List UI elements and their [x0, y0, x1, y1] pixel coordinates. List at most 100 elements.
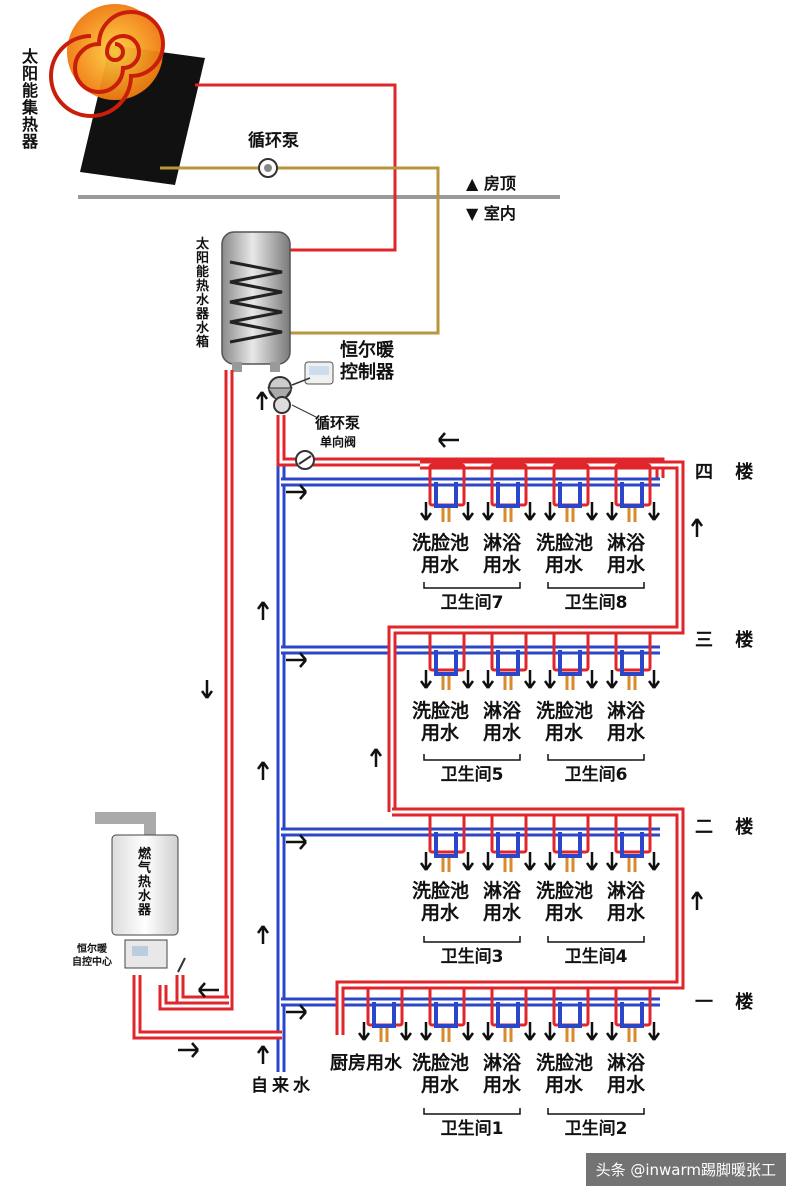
gas-heater	[95, 812, 186, 973]
drop-arrow	[605, 670, 619, 689]
drop-arrow	[523, 1022, 537, 1041]
cold-loop	[620, 1002, 644, 1028]
hot-riser-4-3-2-core	[390, 463, 682, 812]
pump-mid-label: 循环泵	[315, 414, 361, 432]
solar-tank	[221, 231, 291, 372]
cold-loop	[372, 1002, 396, 1028]
shower-label: 淋浴 用水	[482, 532, 521, 576]
drop-arrow	[461, 670, 475, 689]
drop-arrow	[461, 852, 475, 871]
bathroom-bracket	[547, 1108, 645, 1115]
controller-label: 恒尔暖 控制器	[340, 340, 394, 383]
shower-label: 淋浴 用水	[606, 1052, 645, 1096]
drop-arrow	[419, 1022, 433, 1041]
drop-arrow	[605, 1022, 619, 1041]
up-flow-arrow	[256, 1045, 270, 1064]
basin-label: 洗脸池 用水	[536, 1052, 594, 1096]
cold-loop	[496, 650, 520, 676]
floor-3-label: 三 楼	[695, 630, 762, 651]
drop-arrow	[523, 502, 537, 521]
cold-loop	[620, 832, 644, 858]
drop-arrow	[461, 502, 475, 521]
cold-flow-arrow	[286, 652, 307, 668]
drop-arrow	[481, 1022, 495, 1041]
bathroom-label-7: 卫生间7	[440, 593, 504, 613]
drop-arrow	[461, 1022, 475, 1041]
drop-arrow	[585, 852, 599, 871]
kitchen-label: 厨房用水	[330, 1053, 402, 1074]
return-flow-arrow	[438, 432, 459, 448]
shower-label: 淋浴 用水	[482, 1052, 521, 1096]
bathroom-bracket	[423, 936, 521, 943]
auto-center-label: 恒尔暖 自控中心	[72, 944, 112, 968]
solar-loop	[160, 83, 440, 335]
bathroom-bracket	[423, 1108, 521, 1115]
basin-label: 洗脸池 用水	[412, 700, 470, 744]
shower-label: 淋浴 用水	[606, 532, 645, 576]
cold-loop	[620, 650, 644, 676]
down-flow-arrow	[200, 680, 214, 699]
drop-arrow	[647, 1022, 661, 1041]
up-flow-arrow	[256, 601, 270, 620]
basin-label: 洗脸池 用水	[536, 700, 594, 744]
up-flow-arrow	[256, 925, 270, 944]
heater-pipes	[132, 975, 282, 1040]
bathroom-label-6: 卫生间6	[564, 765, 628, 785]
indoor-label-text: 室内	[483, 204, 516, 223]
shower-label: 淋浴 用水	[606, 700, 645, 744]
basin-label: 洗脸池 用水	[412, 880, 470, 924]
drop-arrow	[647, 502, 661, 521]
cold-flow-arrow	[286, 484, 307, 500]
drop-arrow	[647, 852, 661, 871]
cold-loop	[434, 482, 458, 508]
pump-top-icon	[258, 158, 278, 178]
up-flow-arrow	[690, 518, 704, 537]
floor-4-label: 四 楼	[695, 462, 762, 483]
drop-arrow	[585, 670, 599, 689]
floor-1-label: 一 楼	[695, 992, 762, 1013]
drop-arrow	[523, 670, 537, 689]
pump-flow-arrow	[255, 391, 269, 410]
up-flow-arrow	[256, 761, 270, 780]
roof-label: ▲ 房顶	[466, 174, 516, 193]
bathroom-bracket	[547, 582, 645, 589]
heater-flow-arrow	[178, 1042, 199, 1058]
bathroom-bracket	[423, 582, 521, 589]
floor-distribution	[281, 450, 685, 1115]
drop-arrow	[543, 852, 557, 871]
drop-arrow	[419, 502, 433, 521]
gas-heater-label: 燃气热水器	[138, 847, 152, 918]
cold-loop	[558, 1002, 582, 1028]
cold-loop	[434, 832, 458, 858]
drop-arrow	[585, 502, 599, 521]
basin-label: 洗脸池 用水	[412, 1052, 470, 1096]
watermark: 头条 @inwarm踢脚暖张工	[585, 1153, 786, 1186]
bathroom-bracket	[423, 754, 521, 761]
flow-arrows	[178, 391, 704, 1064]
check-valve-label: 单向阀	[320, 435, 357, 449]
pump-top-label: 循环泵	[248, 131, 299, 151]
indoor-label: ▼ 室内	[466, 204, 516, 223]
bathroom-label-4: 卫生间4	[564, 947, 628, 967]
basin-label: 洗脸池 用水	[412, 532, 470, 576]
hot-riser-2-1-core	[338, 810, 682, 1035]
cold-loop	[496, 832, 520, 858]
solar-collector	[49, 4, 205, 185]
cold-loop	[620, 482, 644, 508]
drop-arrow	[399, 1022, 413, 1041]
drop-arrow	[647, 670, 661, 689]
cold-loop	[434, 1002, 458, 1028]
bathroom-label-5: 卫生间5	[440, 765, 504, 785]
pump-assembly	[267, 376, 319, 419]
heater-flow-arrow	[198, 982, 219, 998]
cold-loop	[496, 482, 520, 508]
bathroom-label-8: 卫生间8	[564, 593, 628, 613]
basin-label: 洗脸池 用水	[536, 880, 594, 924]
shower-label: 淋浴 用水	[482, 700, 521, 744]
bathroom-bracket	[547, 936, 645, 943]
up-flow-arrow	[690, 891, 704, 910]
drop-arrow	[481, 852, 495, 871]
tap-water-label: 自来水	[251, 1076, 314, 1096]
drop-arrow	[481, 670, 495, 689]
